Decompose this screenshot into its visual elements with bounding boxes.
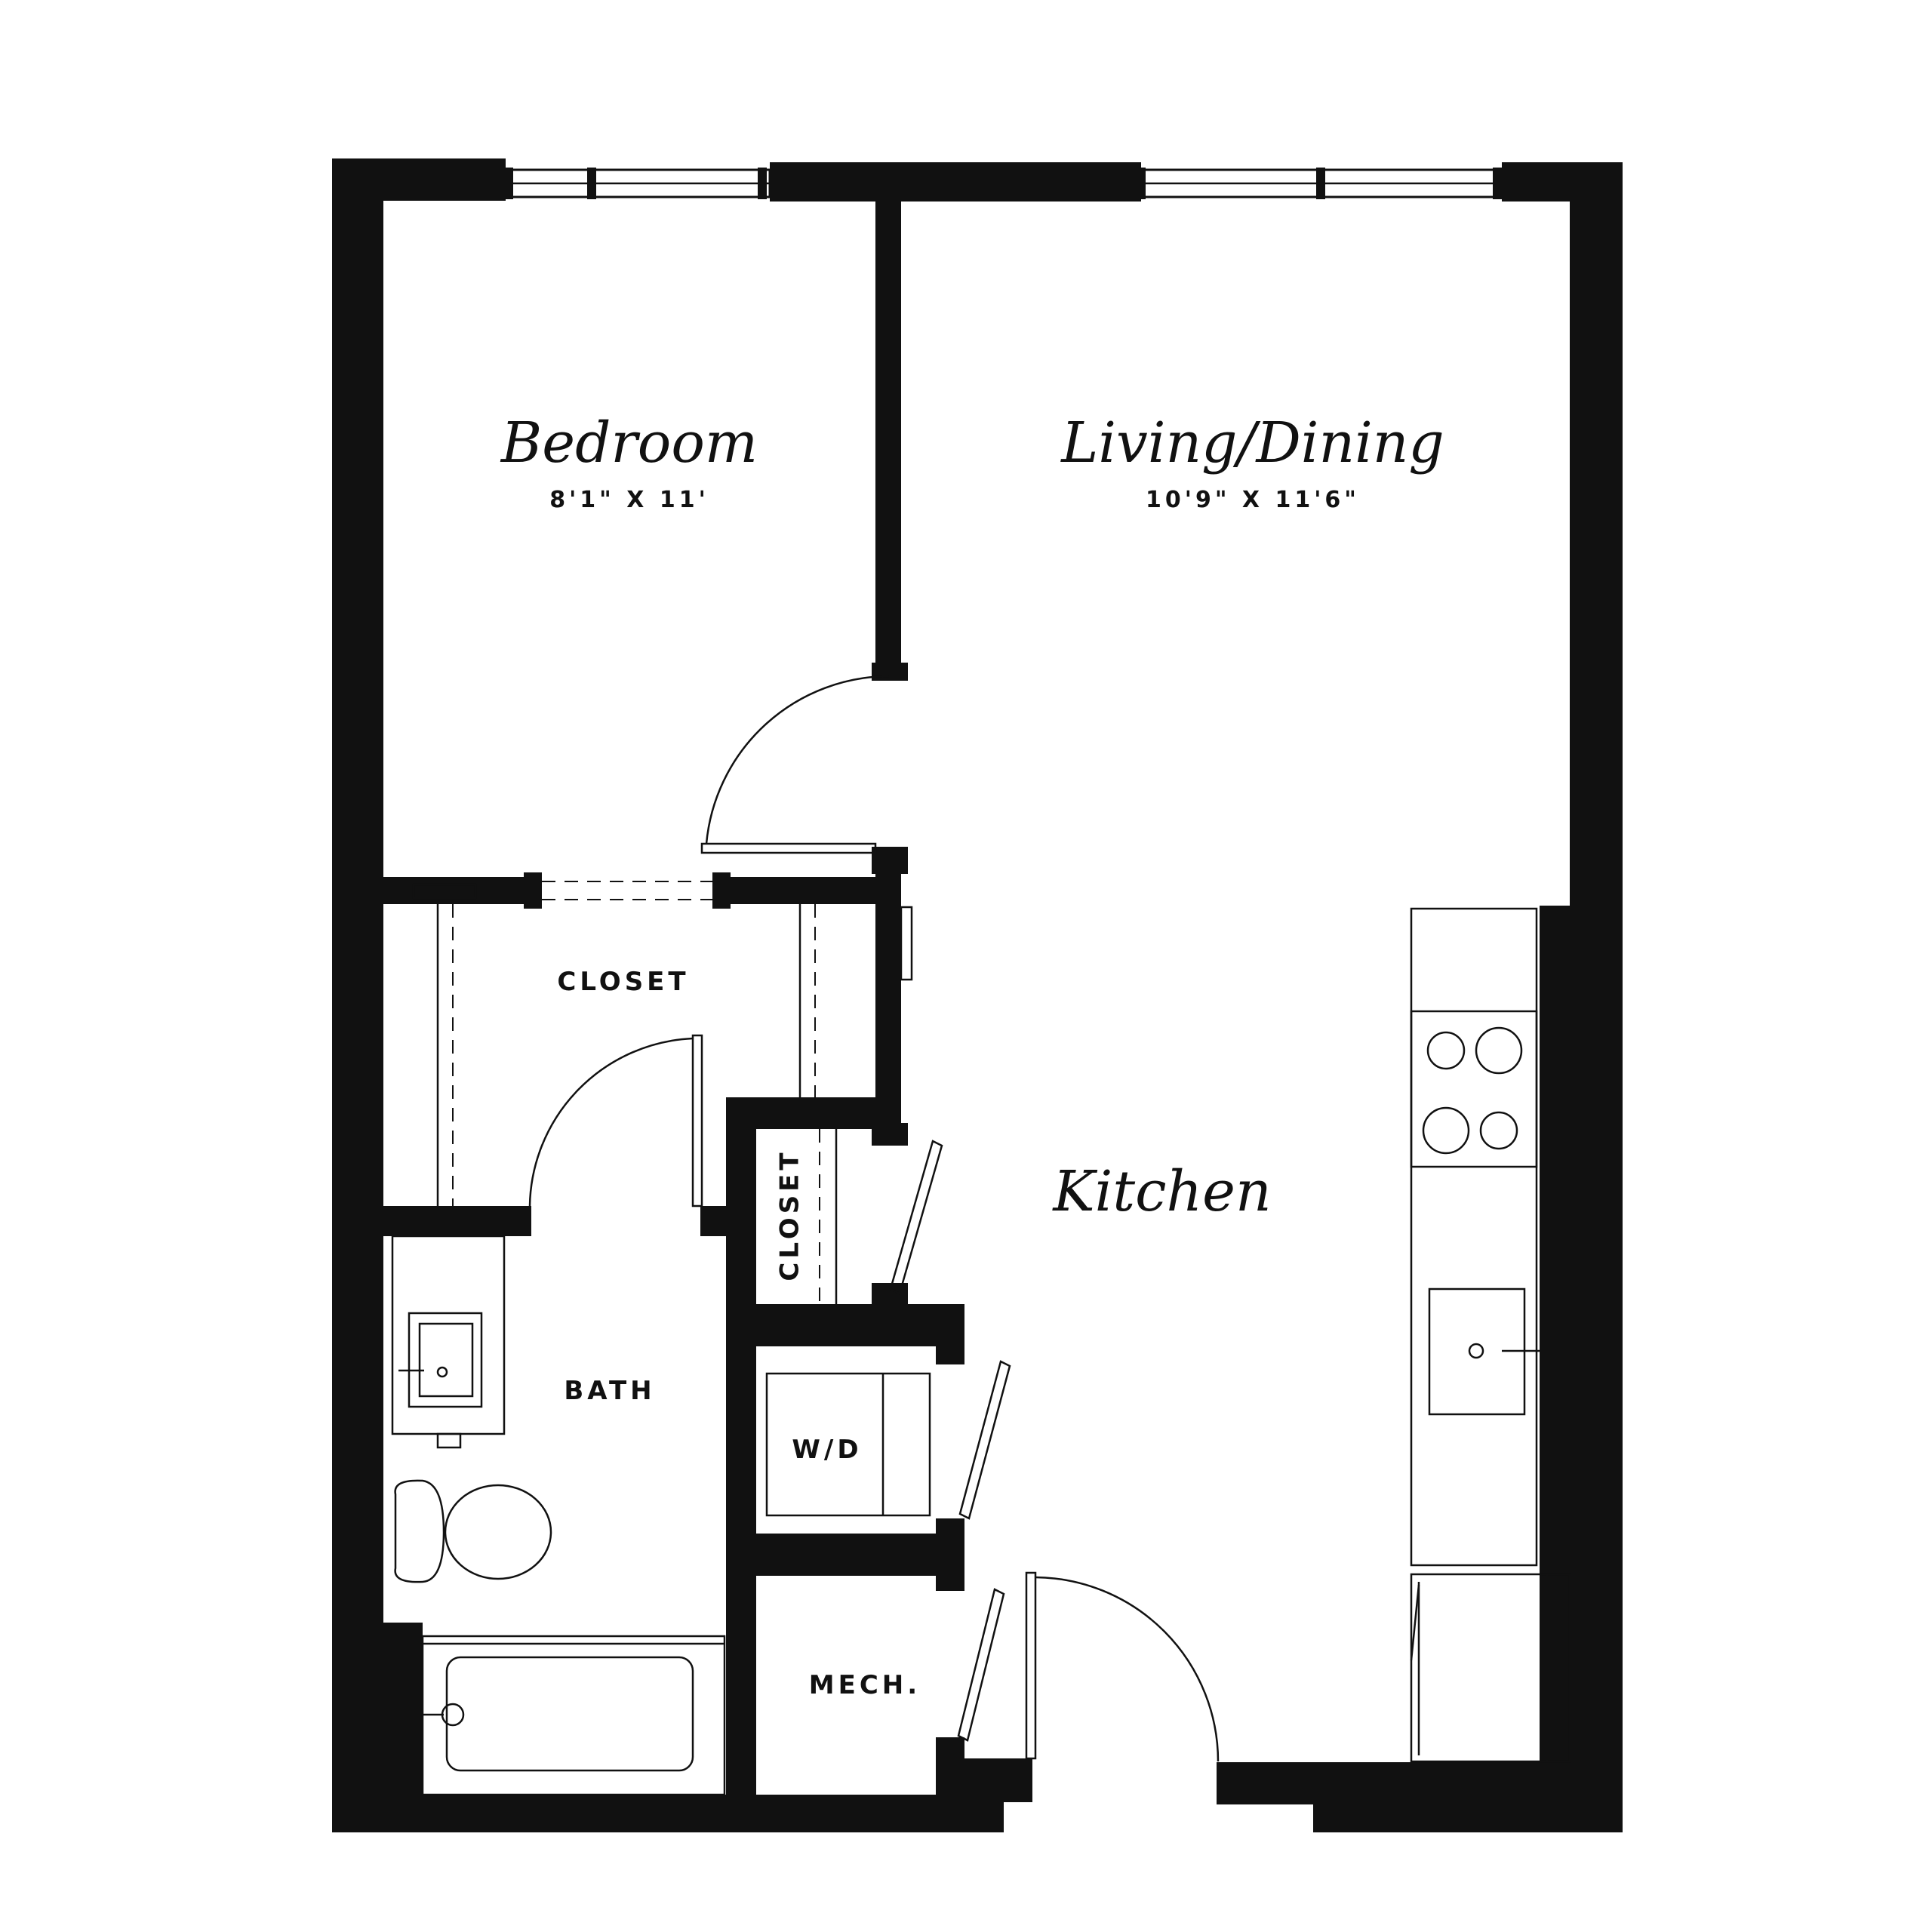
kitchen-counter [1410,907,1538,1567]
interior-walls [383,198,964,1832]
washer-dryer-unit [765,1372,931,1517]
burner-1 [1426,1031,1466,1070]
wall-closet-wd-post [872,1283,908,1310]
wall-bedroom-living-end [872,663,908,681]
wall-bedroom-bottom-post-right [712,872,731,909]
living-dining-name: Living/Dining [1060,411,1444,475]
wall-bedroom-bottom-right [717,877,895,904]
door-wd[interactable] [958,1360,1011,1520]
closet-main-name: CLOSET [557,967,689,997]
wall-bedroom-bottom-left [383,877,534,904]
closet-shelving [412,883,838,1304]
bathtub [421,1635,726,1796]
wall-small-closet-post [872,1123,908,1146]
door-entry[interactable] [1025,1571,1220,1762]
kitchen-name: Kitchen [1051,1159,1271,1224]
living-dining-dimensions: 10'9" X 11'6" [1146,487,1360,513]
window-living [1137,168,1503,199]
wall-closet-living [875,850,901,1141]
burner-4 [1479,1111,1518,1150]
wall-mech-door-post [936,1737,964,1802]
wall-bath-right-top [700,1206,756,1236]
wall-bottom-right-step [1313,1796,1623,1832]
wall-wd-door-post-top [936,1304,964,1364]
wall-right-exterior-lower [1540,906,1623,1832]
closet-small-name: CLOSET [775,1149,805,1281]
closet-sliding-door[interactable] [542,881,712,900]
burner-2 [1475,1026,1523,1075]
wall-top-middle [770,162,1141,202]
burner-3 [1422,1106,1470,1155]
washer-dryer-name: W/D [792,1435,862,1465]
bath-vanity [391,1235,506,1449]
wall-panel [900,906,913,981]
bath-name: BATH [564,1376,655,1406]
cooktop [1410,1010,1538,1168]
wall-closet-wd [726,1304,964,1346]
wall-bedroom-bottom-post-left [524,872,542,909]
door-closet-bath[interactable] [528,1034,703,1208]
door-bedroom[interactable] [700,675,890,854]
door-mech[interactable] [957,1588,1005,1742]
wall-left-exterior [332,158,383,1832]
wall-tub-alcove [383,1623,423,1795]
bedroom-dimensions: 8'1" X 11' [549,487,709,513]
door-small-closet[interactable] [889,1140,943,1295]
mech-name: MECH. [809,1670,921,1700]
wall-wd-door-post-bottom [936,1518,964,1591]
wall-closet-living-top [872,847,908,874]
kitchen-sink [1428,1287,1540,1416]
wall-right-exterior-upper [1570,162,1623,909]
wall-top-left [332,158,506,201]
wall-closet-bath [383,1206,531,1236]
toilet [394,1479,552,1583]
wall-bottom-left [332,1795,1004,1832]
wall-bedroom-living [875,198,901,679]
refrigerator [1410,1573,1571,1763]
wall-wd-mech [726,1534,964,1576]
window-bedroom [504,168,771,199]
bedroom-name: Bedroom [500,411,758,475]
exterior-walls [332,158,1623,1832]
